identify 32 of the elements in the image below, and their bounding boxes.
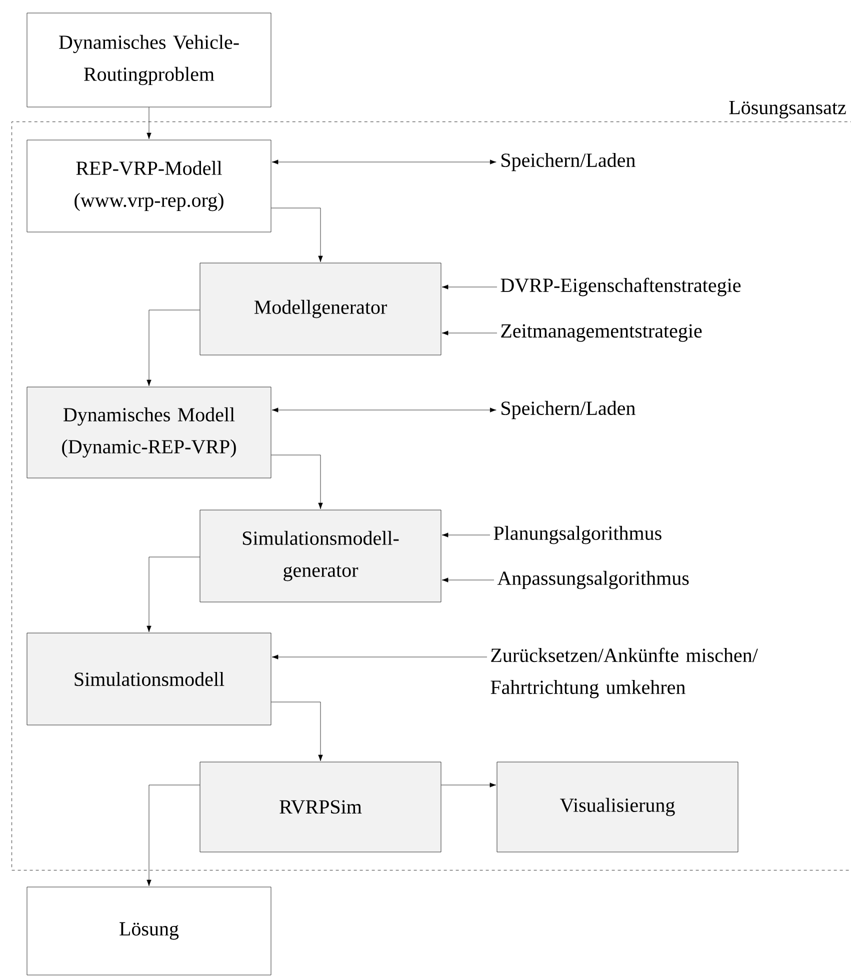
node-label: Lösungsansatz [729,100,846,118]
process-box: Simulationsmodell-generator [200,510,442,602]
arrow [146,107,152,140]
annotation-text: Zurücksetzen/Ankünfte mischen/ Fahrtrichtung umkehren [490,648,758,698]
arrow [146,310,200,386]
process-box: Simulationsmodell [26,632,272,726]
process-box: Visualisierung [496,762,738,852]
process-box: Lösung [26,886,272,976]
arrow [146,784,200,886]
arrow [271,208,323,262]
annotation-text: Zeitmanagementstrategie [501,324,702,342]
process-box: Modellgenerator [200,262,442,356]
process-box: Dynamisches Modell (Dynamic-REP-VRP) [26,386,272,478]
arrow [272,160,496,164]
arrow [272,408,496,412]
arrow [442,578,494,582]
arrow [442,330,498,336]
arrow [271,702,323,762]
process-box: Dynamisches Vehicle-Routingproblem [26,12,272,108]
arrow [442,532,490,538]
arrow [146,556,200,632]
annotation-text: Anpassungsalgorithmus [497,570,689,590]
annotation-text: Speichern/Laden [502,152,636,172]
annotation-text: Speichern/Laden [502,400,636,420]
arrow [442,284,498,290]
arrow [441,782,496,788]
process-box: REP-VRP-Modell (www.vrp-rep.org) [26,140,272,232]
process-box: RVRPSim [200,762,442,852]
annotation-text: DVRP-Eigenschaftenstrategie [500,278,741,296]
arrow [271,454,323,510]
arrow [272,654,488,660]
annotation-text: Planungsalgorithmus [494,526,662,544]
